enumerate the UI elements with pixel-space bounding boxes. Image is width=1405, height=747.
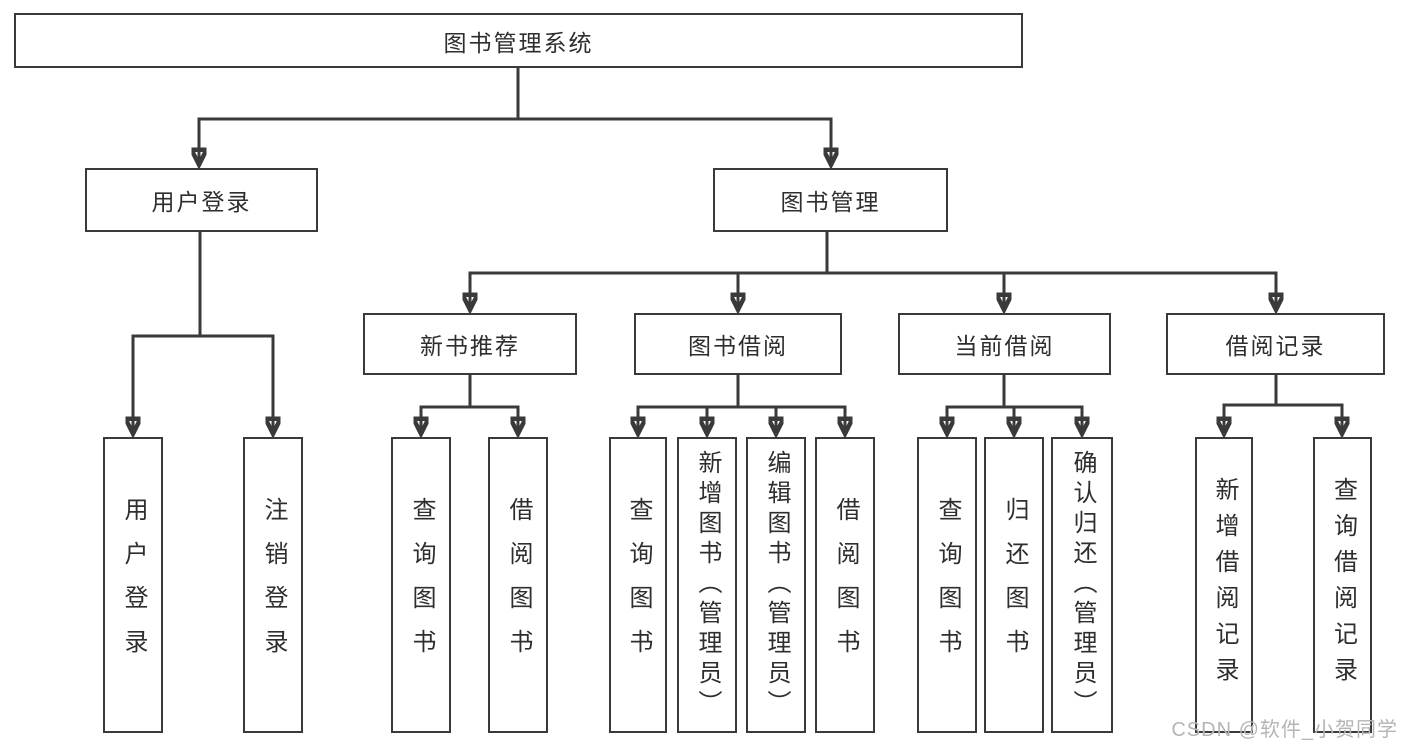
leaf-logout: 注销登录 <box>243 437 303 733</box>
leaf-query-books-recommend: 查询图书 <box>391 437 451 733</box>
leaf-borrow-books: 借阅图书 <box>815 437 875 733</box>
node-root-system: 图书管理系统 <box>14 13 1023 68</box>
node-new-book-recommendation: 新书推荐 <box>363 313 577 375</box>
leaf-query-borrow-record: 查询借阅记录 <box>1313 437 1372 733</box>
node-book-borrowing: 图书借阅 <box>634 313 842 375</box>
csdn-watermark: CSDN @软件_小贺同学 <box>1171 719 1398 741</box>
leaf-confirm-return-admin: 确认归还（管理员） <box>1051 437 1113 733</box>
leaf-query-books-borrow: 查询图书 <box>609 437 667 733</box>
node-current-borrowing: 当前借阅 <box>898 313 1111 375</box>
leaf-add-books-admin: 新增图书（管理员） <box>677 437 737 733</box>
leaf-query-books-current: 查询图书 <box>917 437 977 733</box>
leaf-user-login: 用户登录 <box>103 437 163 733</box>
leaf-edit-books-admin: 编辑图书（管理员） <box>746 437 806 733</box>
leaf-return-books: 归还图书 <box>984 437 1044 733</box>
node-book-management: 图书管理 <box>713 168 948 232</box>
node-borrowing-records: 借阅记录 <box>1166 313 1385 375</box>
leaf-add-borrow-record: 新增借阅记录 <box>1195 437 1253 733</box>
node-user-login: 用户登录 <box>85 168 318 232</box>
leaf-borrow-books-recommend: 借阅图书 <box>488 437 548 733</box>
